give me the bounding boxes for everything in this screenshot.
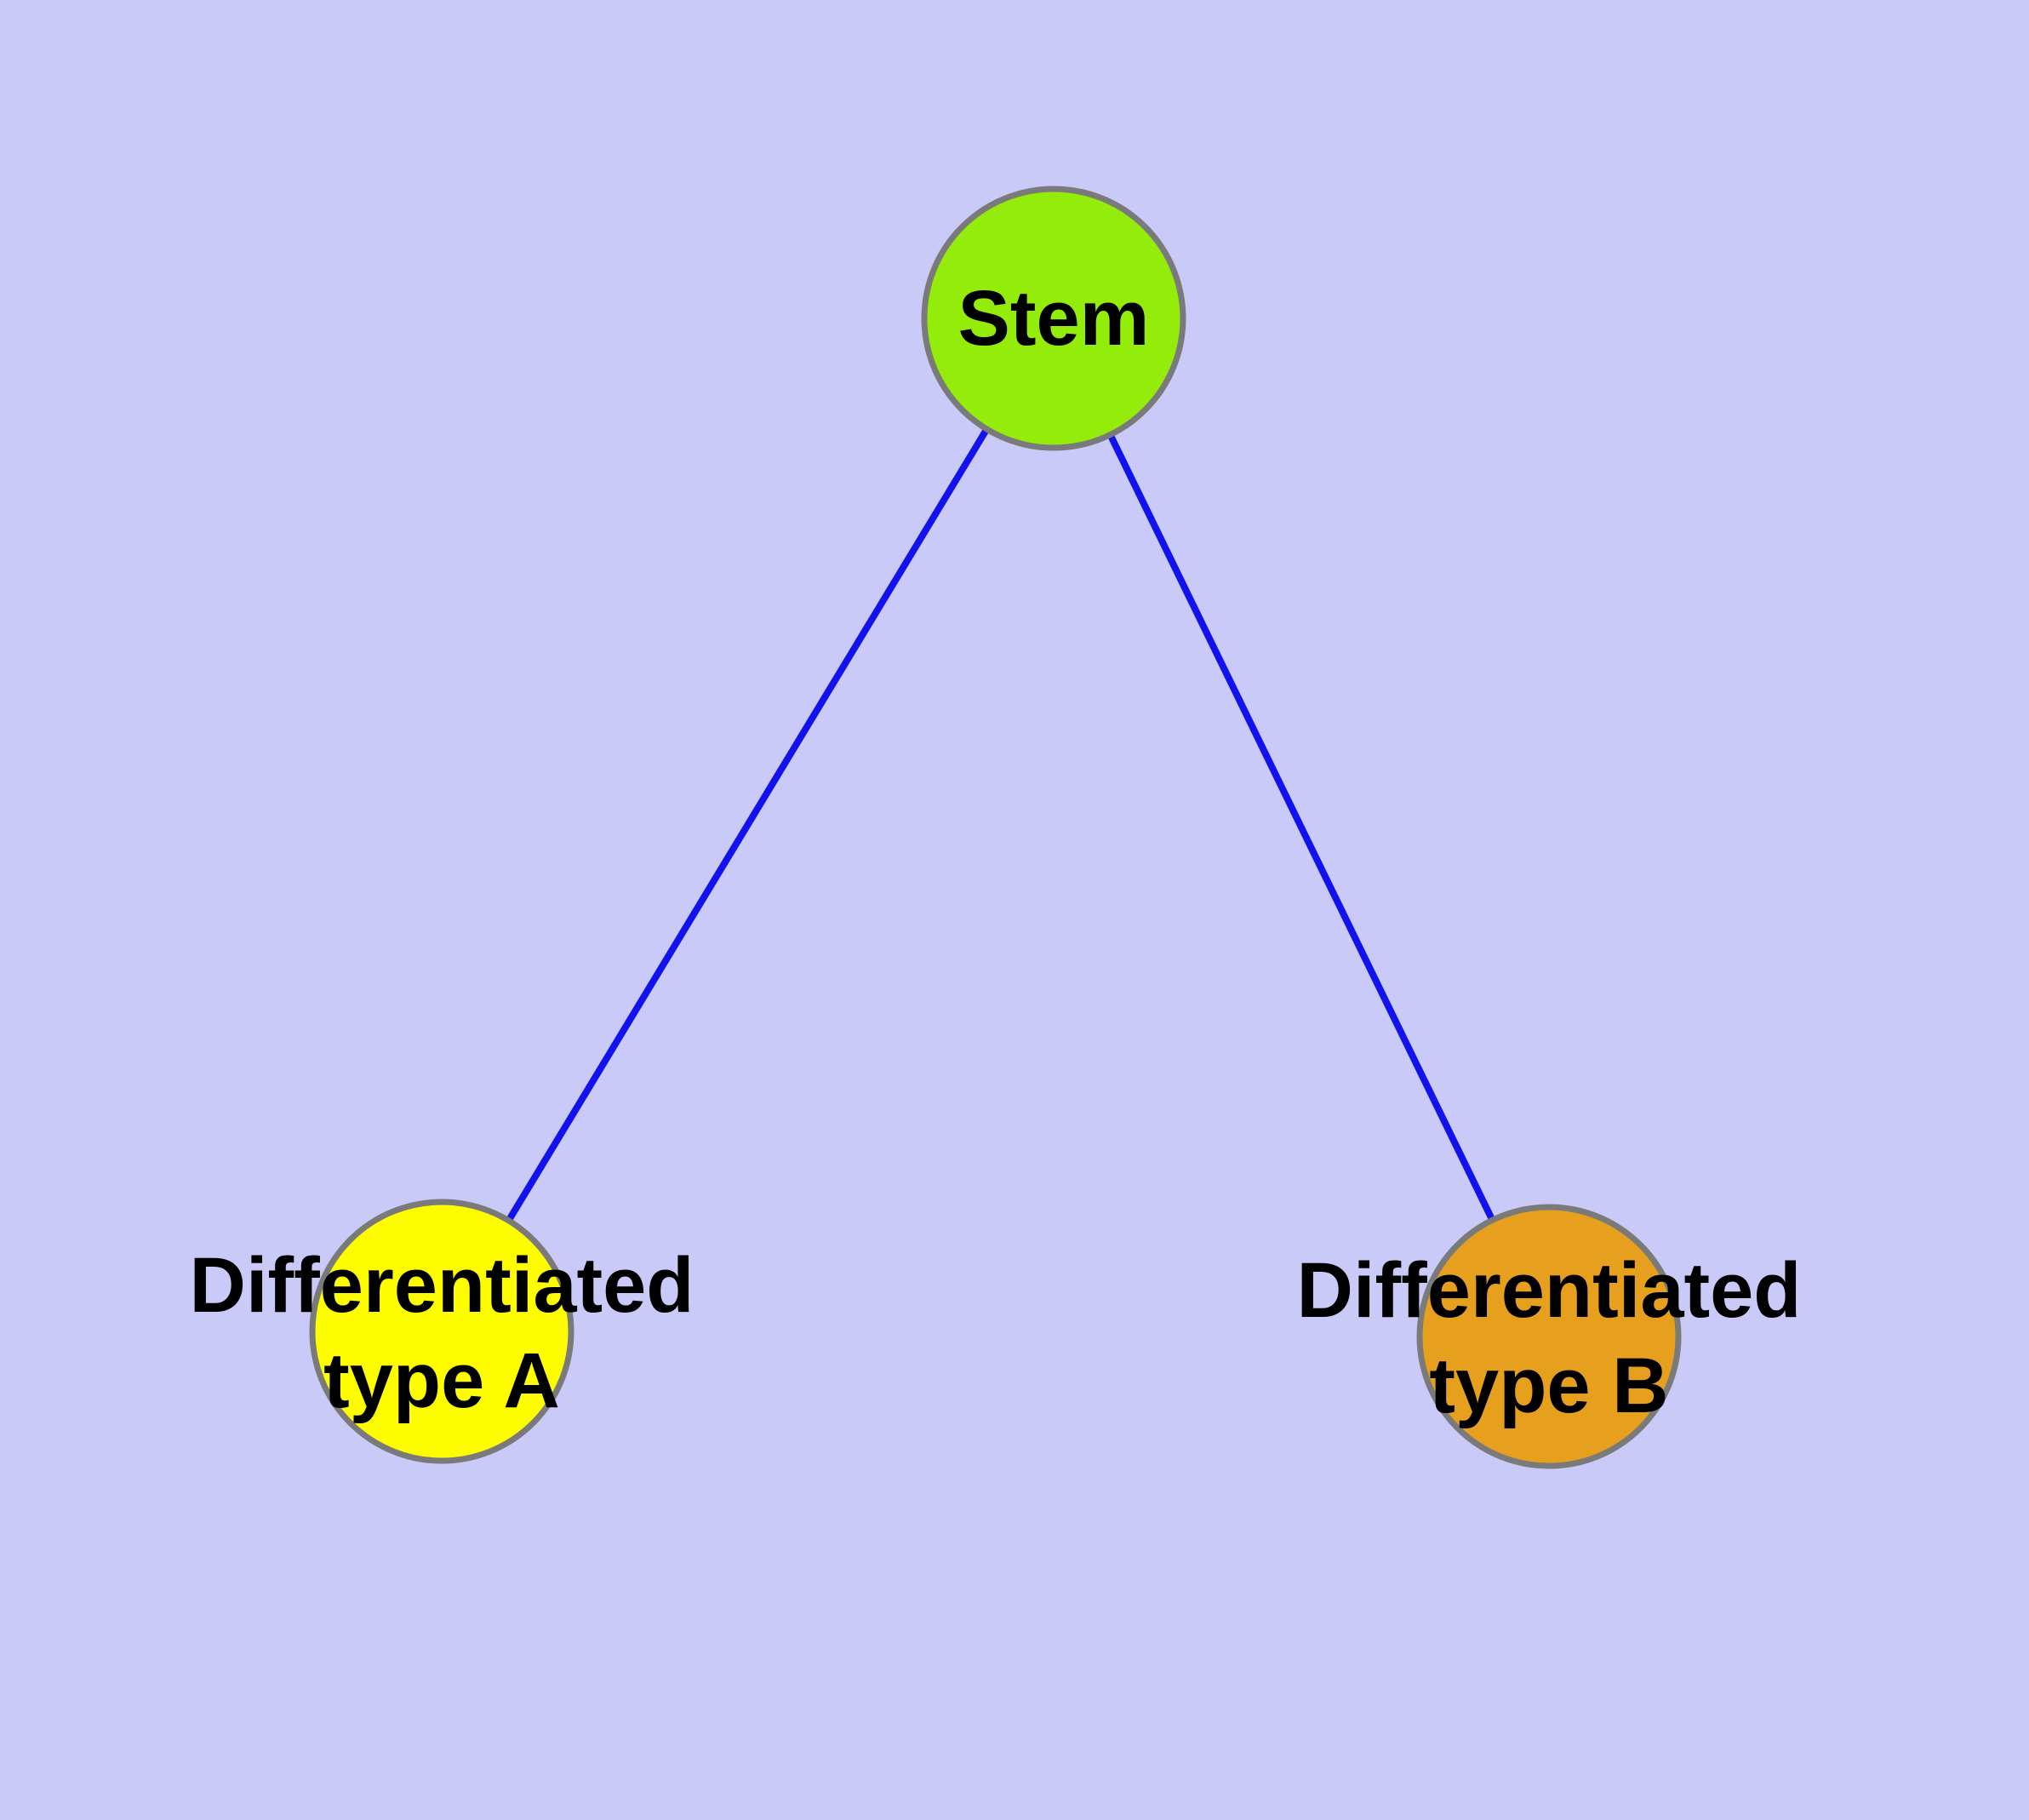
node-label-type-a-line2: type A xyxy=(323,1337,560,1424)
node-label-stem: Stem xyxy=(958,271,1150,366)
node-label-type-b: Differentiated type B xyxy=(1297,1243,1802,1434)
edge-stem-to-type-b xyxy=(1050,317,1552,1338)
node-label-type-b-line1: Differentiated xyxy=(1296,1247,1802,1334)
node-stem-circle xyxy=(921,186,1186,451)
node-label-type-a-line1: Differentiated xyxy=(189,1242,694,1329)
node-type-a-circle xyxy=(309,1199,574,1464)
node-label-type-b-line2: type B xyxy=(1429,1342,1669,1429)
node-label-type-a: Differentiated type A xyxy=(190,1238,694,1428)
edge-stem-to-type-a xyxy=(438,316,1057,1334)
node-label-stem-text: Stem xyxy=(957,275,1150,362)
node-type-b-circle xyxy=(1416,1204,1682,1469)
